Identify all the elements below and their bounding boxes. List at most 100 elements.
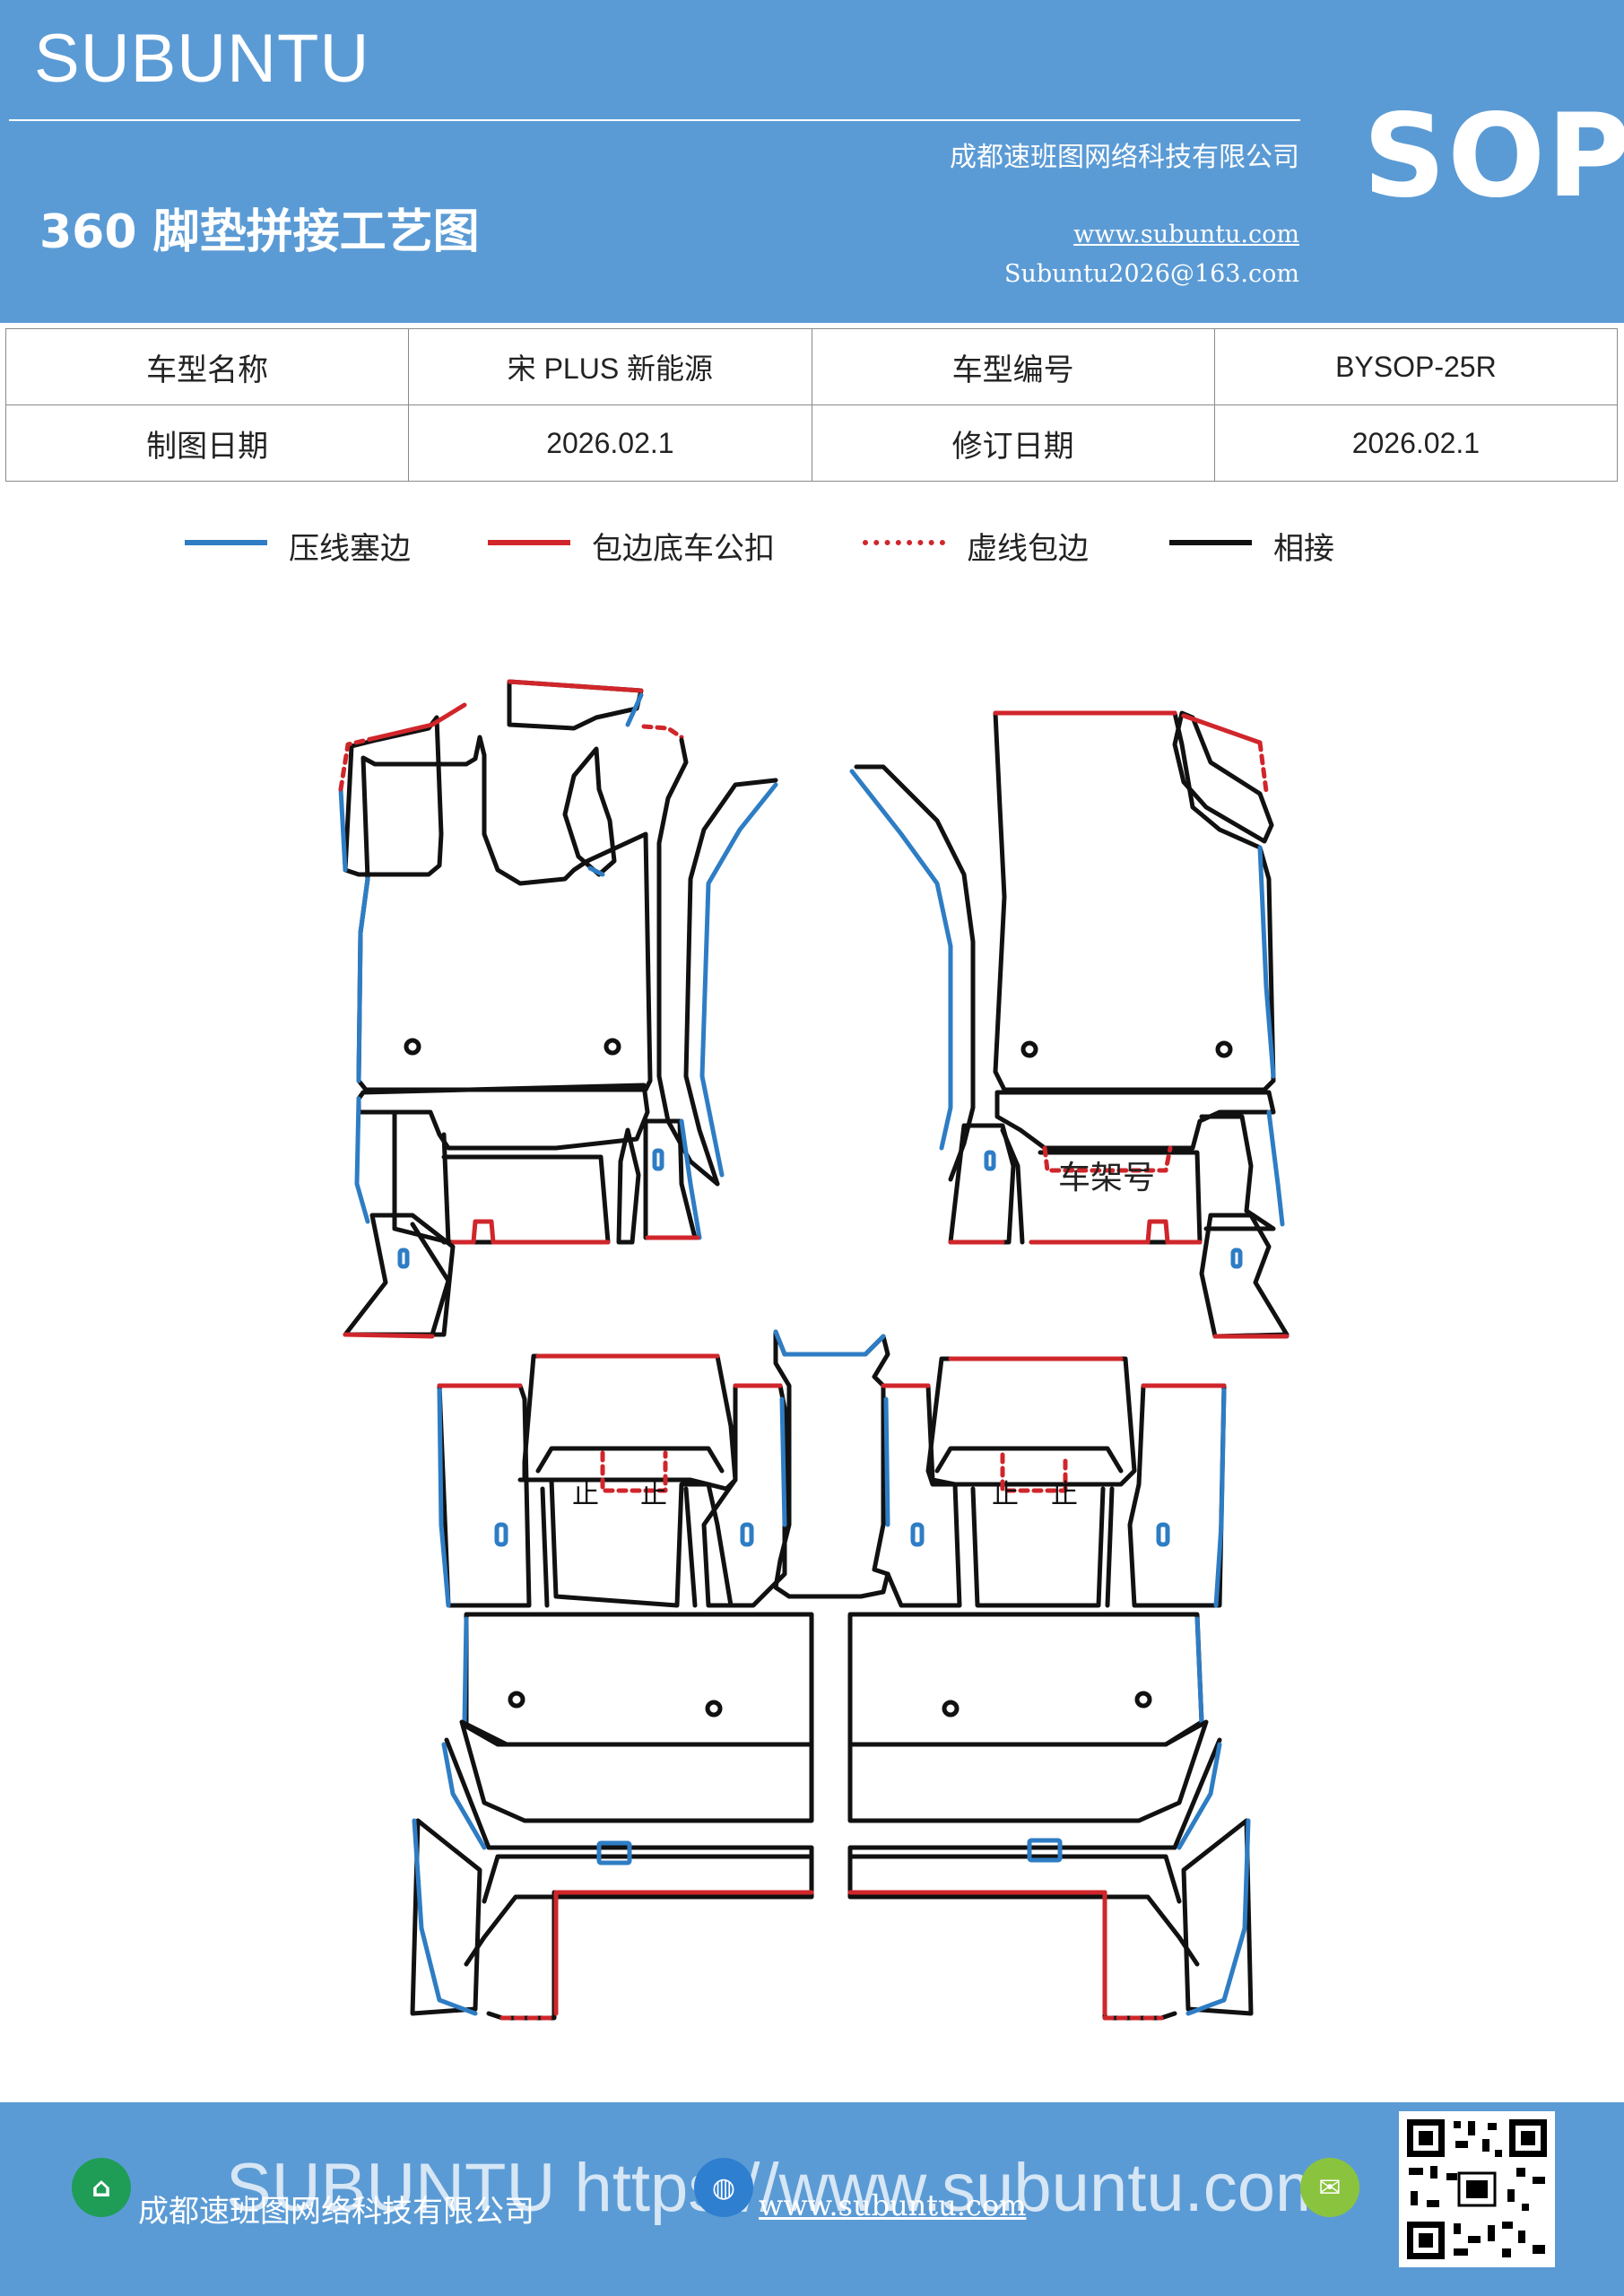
website-link[interactable]: www.subuntu.com bbox=[1073, 221, 1299, 248]
edge-press-line bbox=[437, 1387, 451, 1608]
mat-outline bbox=[616, 1127, 641, 1245]
edge-press-line bbox=[354, 1096, 370, 1224]
building-icon: ⌂ bbox=[72, 2158, 131, 2217]
edge-press-line bbox=[883, 1396, 890, 1527]
vehicle-info-table: 车型名称 宋 PLUS 新能源 车型编号 BYSOP-25R 制图日期 2026… bbox=[4, 328, 1619, 482]
mount-hole bbox=[705, 1700, 723, 1718]
mount-hole bbox=[942, 1700, 960, 1718]
mat-outline bbox=[925, 1356, 1137, 1487]
edge-press-line bbox=[1266, 1109, 1285, 1227]
edge-press-line bbox=[779, 1396, 787, 1527]
mat-outline bbox=[410, 1222, 451, 1337]
table-cell: 制图日期 bbox=[4, 404, 410, 482]
edge-press-line bbox=[338, 787, 348, 873]
edge-press-line bbox=[625, 692, 644, 727]
table-cell: 宋 PLUS 新能源 bbox=[408, 328, 812, 405]
mount-hole bbox=[1215, 1040, 1233, 1058]
legend-swatch-dashed-edge bbox=[863, 540, 945, 545]
edge-clip bbox=[450, 1219, 611, 1245]
edge-clip bbox=[1029, 1219, 1203, 1245]
clip-slot bbox=[652, 1148, 664, 1171]
mount-hole bbox=[1020, 1040, 1038, 1058]
edge-press-line bbox=[1177, 1742, 1222, 1850]
edge-dashed bbox=[1042, 1145, 1173, 1173]
clip-slot bbox=[494, 1522, 508, 1547]
mount-hole bbox=[604, 1038, 621, 1056]
edge-press-line bbox=[587, 865, 605, 877]
rear-mats bbox=[410, 1329, 1254, 2021]
edge-press-line bbox=[356, 876, 370, 1083]
email-address[interactable]: Subuntu2026@163.com bbox=[1004, 260, 1299, 288]
wechat-icon[interactable]: ✉ bbox=[1300, 2158, 1359, 2217]
table-row: 制图日期 2026.02.1 修订日期 2026.02.1 bbox=[4, 404, 1619, 482]
mat-outline bbox=[1105, 1486, 1115, 1608]
table-cell: BYSOP-25R bbox=[1213, 328, 1619, 405]
clip-mark-text: 止 bbox=[1051, 1479, 1078, 1510]
edge-press-line bbox=[462, 1616, 469, 1725]
sop-badge: SOP bbox=[1363, 90, 1624, 223]
mat-outline bbox=[356, 735, 653, 1092]
mat-outline bbox=[343, 1213, 456, 1337]
legend-swatch-press-line bbox=[185, 540, 267, 545]
edge-press-line bbox=[1257, 845, 1276, 1079]
mount-hole bbox=[404, 1038, 421, 1056]
clip-slot bbox=[740, 1522, 754, 1547]
mount-hole bbox=[1134, 1691, 1152, 1709]
mat-outline bbox=[441, 1154, 611, 1245]
front-right-mat bbox=[849, 710, 1290, 1339]
mat-outline bbox=[410, 1818, 482, 2016]
company-name: 成都速班图网络科技有限公司 bbox=[950, 142, 1299, 173]
pedal-cutout bbox=[562, 746, 617, 877]
center-tunnel bbox=[773, 1329, 890, 1599]
mat-outline bbox=[1172, 710, 1274, 844]
mat-outline bbox=[881, 1383, 962, 1608]
qr-code-graphic bbox=[1402, 2114, 1552, 2265]
edge-press-line bbox=[679, 1118, 702, 1240]
mat-outline bbox=[444, 1737, 814, 1967]
mat-outline bbox=[1127, 1383, 1227, 1608]
mat-outline bbox=[1199, 1114, 1276, 1231]
footer-website-link[interactable]: www.subuntu.com bbox=[759, 2188, 1027, 2222]
edge-press-line bbox=[1194, 1616, 1204, 1725]
legend-label: 虚线包边 bbox=[967, 531, 1089, 567]
mat-outline bbox=[683, 778, 778, 1187]
mat-outline bbox=[701, 1383, 787, 1608]
clip-mark-text: 止 bbox=[640, 1479, 667, 1510]
mat-outline bbox=[948, 1123, 1016, 1245]
edge-dashed bbox=[600, 1450, 668, 1493]
legend-label: 压线塞边 bbox=[289, 531, 411, 567]
header-divider bbox=[9, 119, 1300, 121]
edge-clip bbox=[372, 702, 467, 741]
mount-hole bbox=[508, 1691, 525, 1709]
mat-outline bbox=[535, 1446, 725, 1474]
mat-outline bbox=[356, 1083, 650, 1151]
footer-company: 成都速班图网络科技有限公司 bbox=[138, 2194, 534, 2230]
table-cell: 修订日期 bbox=[811, 404, 1215, 482]
edge-press-line bbox=[441, 1742, 487, 1850]
mat-outline bbox=[854, 764, 976, 1182]
edge-press-line bbox=[699, 782, 778, 1178]
qr-code[interactable] bbox=[1399, 2111, 1555, 2267]
vin-label: 车架号 bbox=[1058, 1160, 1156, 1196]
table-row: 车型名称 宋 PLUS 新能源 车型编号 BYSOP-25R bbox=[4, 328, 1619, 405]
mat-outline bbox=[437, 1383, 532, 1608]
edge-press-line bbox=[412, 1818, 478, 2016]
globe-icon: ◍ bbox=[694, 2158, 753, 2217]
edge-dashed bbox=[641, 724, 684, 740]
mat-outline bbox=[994, 1090, 1276, 1151]
clip-slot bbox=[1027, 1838, 1063, 1863]
table-cell: 车型编号 bbox=[811, 328, 1215, 405]
edge-dashed bbox=[1000, 1452, 1068, 1493]
mat-outline bbox=[482, 1854, 814, 2021]
mat-outline bbox=[1181, 1818, 1254, 2016]
clip-mark-text: 止 bbox=[992, 1479, 1019, 1510]
mat-outline bbox=[522, 1353, 738, 1492]
edge-clip bbox=[1181, 713, 1263, 745]
edge-clip bbox=[343, 1332, 435, 1339]
mat-outline bbox=[464, 1612, 814, 1747]
mat-outline bbox=[970, 1486, 1106, 1608]
legend-swatch-edge-clip bbox=[488, 540, 570, 545]
table-cell: 2026.02.1 bbox=[1213, 404, 1619, 482]
table-cell: 车型名称 bbox=[4, 328, 410, 405]
